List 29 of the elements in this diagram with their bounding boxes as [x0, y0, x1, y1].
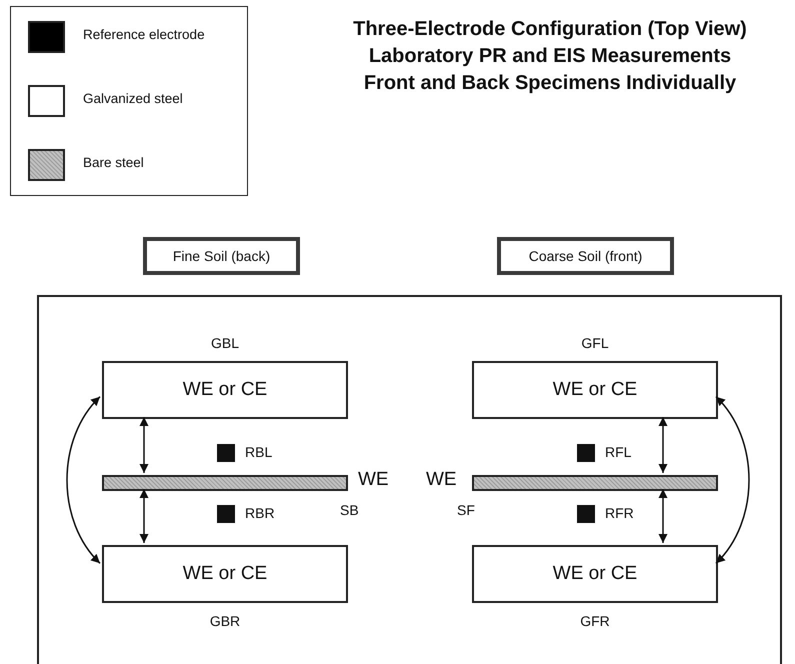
- electrode-code: SF: [457, 502, 475, 518]
- specimen-container: [37, 295, 782, 664]
- soil-label-box: Coarse Soil (front): [497, 237, 674, 275]
- double-arrow: [140, 417, 148, 473]
- electrode-role: WE: [426, 469, 457, 491]
- electrode-box: WE or CE: [472, 545, 718, 603]
- electrode-code: RFL: [605, 444, 632, 460]
- electrode-code: RBR: [245, 505, 275, 521]
- double-arrow: [140, 489, 148, 543]
- double-arrow: [66, 396, 101, 564]
- specimen-code: GBR: [208, 613, 242, 629]
- electrode-role: WE: [358, 469, 389, 491]
- diagram-title: Three-Electrode Configuration (Top View) Laboratory PR and EIS Measurements Front and Back Specimens Individually: [352, 17, 748, 96]
- electrode-code: RBL: [245, 444, 272, 460]
- double-arrow: [715, 396, 750, 564]
- specimen-code: GBL: [210, 335, 240, 351]
- specimen-code: GFL: [580, 335, 610, 351]
- legend-label: Reference electrode: [83, 27, 205, 42]
- soil-label-box: Fine Soil (back): [143, 237, 300, 275]
- electrode-box: WE or CE: [102, 361, 348, 419]
- legend-label: Galvanized steel: [83, 91, 183, 106]
- electrode-code: RFR: [605, 505, 634, 521]
- electrode-box: WE or CE: [472, 361, 718, 419]
- legend-label: Bare steel: [83, 155, 144, 170]
- specimen-code: GFR: [579, 613, 611, 629]
- double-arrow: [658, 417, 668, 473]
- electrode-box: WE or CE: [102, 545, 348, 603]
- double-arrow: [658, 489, 668, 543]
- electrode-code: SB: [340, 502, 359, 518]
